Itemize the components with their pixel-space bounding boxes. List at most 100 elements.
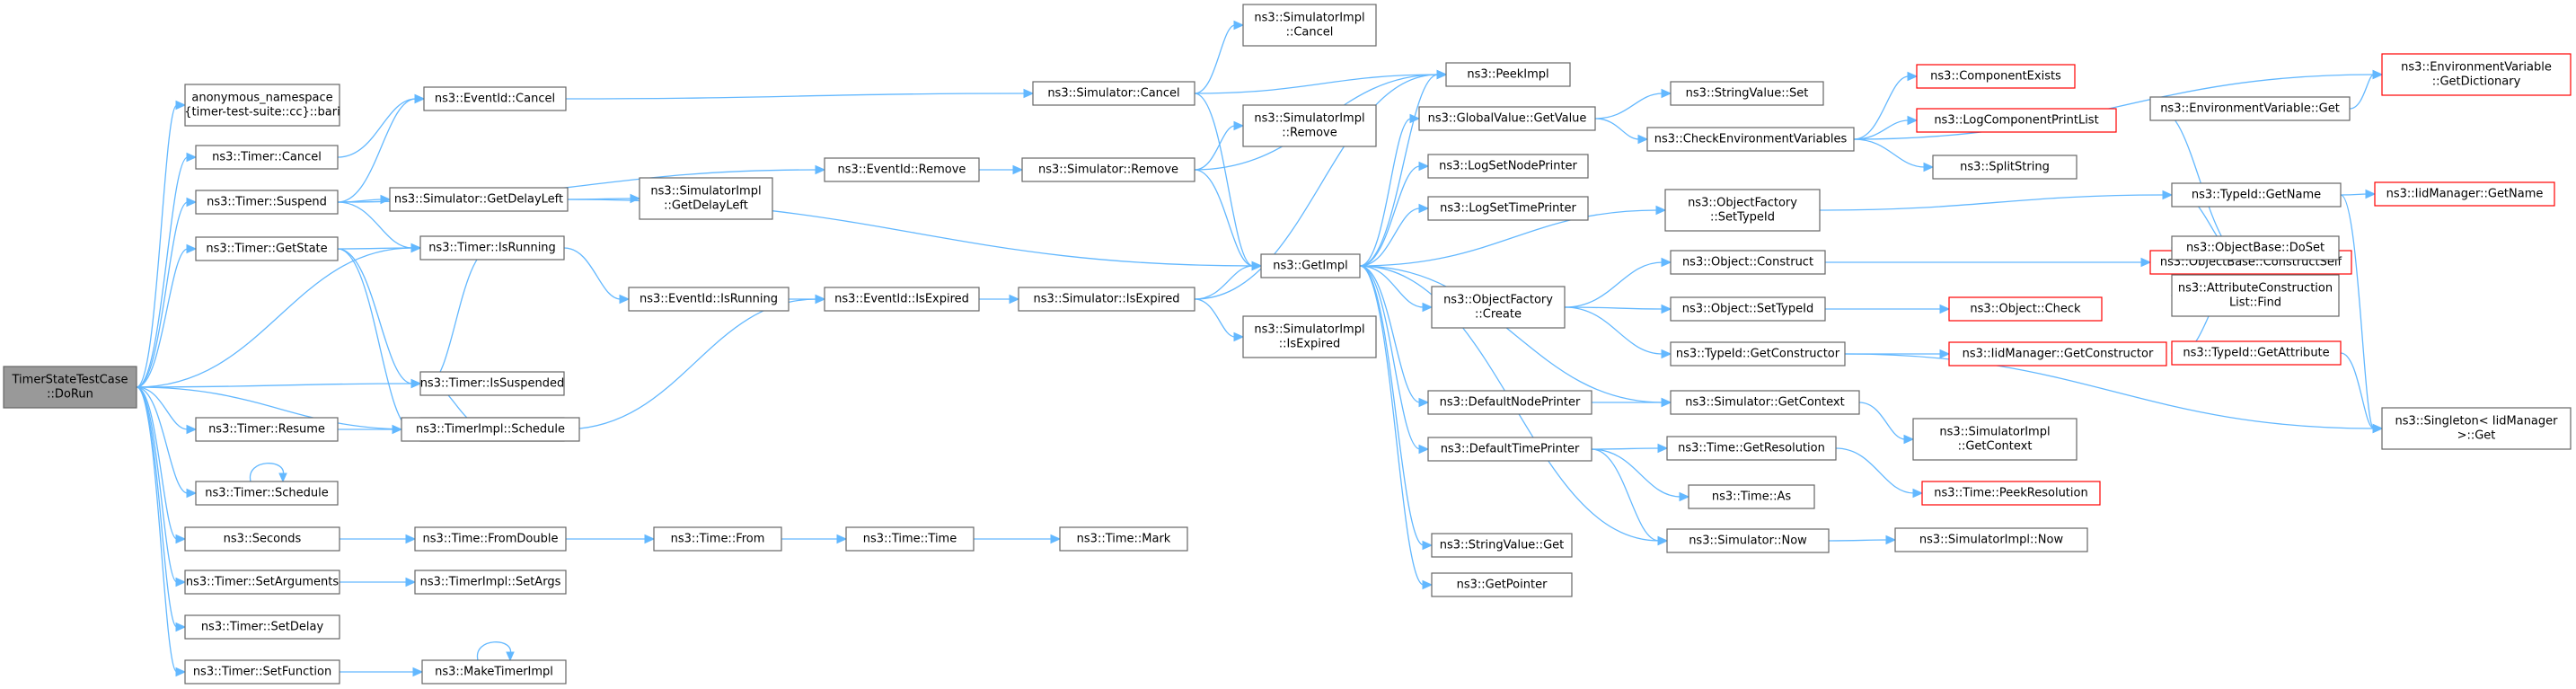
node-gvgetvalue[interactable]: ns3::GlobalValue::GetValue (1418, 106, 1596, 131)
node-label: ns3::Timer::IsRunning (428, 242, 556, 255)
node-box (1018, 287, 1195, 312)
node-tisrunning[interactable]: ns3::Timer::IsRunning (419, 235, 565, 261)
node-label: ns3::Simulator::Cancel (1047, 87, 1179, 101)
node-label: ns3::SimulatorImpl (1254, 112, 1364, 126)
node-label: ::GetContext (1958, 440, 2033, 454)
node-tidgetname[interactable]: ns3::TypeId::GetName (2171, 182, 2342, 208)
node-iidgetname[interactable]: ns3::IidManager::GetName (2374, 181, 2555, 207)
node-label: ns3::DefaultNodePrinter (1440, 396, 1581, 410)
node-simgetdelay[interactable]: ns3::Simulator::GetDelayLeft (389, 187, 569, 212)
node-timemark[interactable]: ns3::Time::Mark (1059, 526, 1188, 552)
node-label: ns3::SimulatorImpl (1254, 12, 1364, 25)
node-tsuspend[interactable]: ns3::Timer::Suspend (195, 190, 339, 215)
node-tissusp[interactable]: ns3::Timer::IsSuspended (419, 371, 565, 396)
node-label: ns3::Time::As (1712, 490, 1792, 504)
node-tschedule[interactable]: ns3::Timer::Schedule (195, 481, 339, 506)
node-ofcreate[interactable]: ns3::ObjectFactory::Create (1431, 286, 1566, 329)
node-tsetdelay[interactable]: ns3::Timer::SetDelay (184, 614, 340, 640)
node-box (419, 371, 565, 396)
node-envget[interactable]: ns3::EnvironmentVariable::Get (2149, 96, 2351, 121)
node-tsetfunc[interactable]: ns3::Timer::SetFunction (184, 659, 340, 685)
node-box (1666, 528, 1830, 553)
node-timefrom[interactable]: ns3::Time::From (653, 526, 782, 552)
node-envgetdict[interactable]: ns3::EnvironmentVariable::GetDictionary (2381, 53, 2572, 96)
node-ofsettypeid[interactable]: ns3::ObjectFactory::SetTypeId (1664, 189, 1821, 232)
edge-eidisrunning-to-eidisexpired (788, 294, 826, 305)
node-eidisrunning[interactable]: ns3::EventId::IsRunning (628, 287, 790, 312)
node-label: ns3::Time::From (671, 533, 765, 546)
node-deftimeprinter[interactable]: ns3::DefaultTimePrinter (1427, 437, 1592, 462)
node-box (1431, 286, 1566, 329)
node-label: ns3::TypeId::GetName (2192, 189, 2321, 202)
node-label: ns3::LogSetNodePrinter (1439, 160, 1577, 173)
node-simimplgetctx[interactable]: ns3::SimulatorImpl::GetContext (1912, 418, 2078, 461)
edge-getimpl-to-ofcreate (1359, 265, 1434, 313)
node-tidgetattr[interactable]: ns3::TypeId::GetAttribute (2171, 340, 2342, 366)
node-box (414, 526, 567, 552)
node-box (1932, 155, 2078, 180)
node-iidgetctor[interactable]: ns3::IidManager::GetConstructor (1948, 341, 2167, 367)
node-logcompprint[interactable]: ns3::LogComponentPrintList (1916, 108, 2117, 133)
node-seconds[interactable]: ns3::Seconds (184, 526, 340, 552)
node-simremove[interactable]: ns3::Simulator::Remove (1021, 157, 1195, 182)
node-singletonget[interactable]: ns3::Singleton< IidManager>::Get (2381, 407, 2572, 450)
node-checkenv[interactable]: ns3::CheckEnvironmentVariables (1646, 127, 1855, 152)
node-box (1260, 253, 1361, 278)
node-logsetnode[interactable]: ns3::LogSetNodePrinter (1427, 154, 1589, 179)
node-timplsetargs[interactable]: ns3::TimerImpl::SetArgs (414, 570, 567, 595)
node-maketimerimpl[interactable]: ns3::MakeTimerImpl (421, 659, 567, 685)
node-simimplisexpired[interactable]: ns3::SimulatorImpl::IsExpired (1242, 315, 1377, 358)
node-box (628, 287, 790, 312)
node-eidremove[interactable]: ns3::EventId::Remove (824, 157, 980, 182)
edge-root-to-tschedule (136, 386, 198, 499)
node-root[interactable]: TimerStateTestCase::DoRun (3, 366, 137, 409)
node-tsetargs[interactable]: ns3::Timer::SetArguments (184, 570, 340, 595)
node-label: ns3::Timer::Cancel (212, 151, 322, 164)
node-simisexpired[interactable]: ns3::Simulator::IsExpired (1018, 287, 1195, 312)
node-timegetres[interactable]: ns3::Time::GetResolution (1666, 436, 1837, 461)
node-timplsched[interactable]: ns3::TimerImpl::Schedule (401, 417, 580, 442)
edge-getimpl-to-gvgetvalue (1359, 113, 1421, 267)
node-box (1921, 481, 2101, 506)
node-tcancel[interactable]: ns3::Timer::Cancel (195, 145, 339, 170)
node-simnow[interactable]: ns3::Simulator::Now (1666, 528, 1830, 553)
node-timefromdouble[interactable]: ns3::Time::FromDouble (414, 526, 567, 552)
node-eidcancel[interactable]: ns3::EventId::Cancel (423, 86, 567, 111)
node-box (1427, 196, 1589, 221)
node-simimplremove[interactable]: ns3::SimulatorImpl::Remove (1242, 104, 1377, 147)
node-getimpl[interactable]: ns3::GetImpl (1260, 253, 1361, 278)
node-simimplcancel[interactable]: ns3::SimulatorImpl::Cancel (1242, 4, 1377, 47)
node-timetime[interactable]: ns3::Time::Time (845, 526, 975, 552)
node-simimplgetdelay[interactable]: ns3::SimulatorImpl::GetDelayLeft (639, 177, 773, 220)
node-box (1431, 533, 1573, 558)
node-tresume[interactable]: ns3::Timer::Resume (195, 417, 339, 442)
node-box (1894, 527, 2088, 552)
node-simgetcontext[interactable]: ns3::Simulator::GetContext (1670, 390, 1860, 415)
node-objcheck[interactable]: ns3::Object::Check (1948, 296, 2103, 322)
node-label: ns3::TimerImpl::Schedule (416, 423, 565, 437)
node-compexists[interactable]: ns3::ComponentExists (1916, 64, 2076, 89)
node-tgetstate[interactable]: ns3::Timer::GetState (195, 236, 339, 261)
node-peekimpl[interactable]: ns3::PeekImpl (1445, 62, 1571, 87)
edge-root-to-seconds (136, 386, 187, 544)
node-timeas[interactable]: ns3::Time::As (1688, 484, 1815, 509)
node-svset[interactable]: ns3::StringValue::Set (1670, 81, 1824, 106)
node-objbasedoset[interactable]: ns3::ObjectBase::DoSet (2171, 235, 2340, 261)
node-objconstruct[interactable]: ns3::Object::Construct (1670, 250, 1826, 275)
node-splitstring[interactable]: ns3::SplitString (1932, 155, 2078, 180)
node-getpointer[interactable]: ns3::GetPointer (1431, 572, 1573, 597)
node-timepeekres[interactable]: ns3::Time::PeekResolution (1921, 481, 2101, 506)
node-simcancel[interactable]: ns3::Simulator::Cancel (1032, 81, 1195, 106)
edge-simgetdelay-to-simimplgetdelay (567, 193, 641, 204)
node-bari[interactable]: anonymous_namespace{timer-test-suite::cc… (184, 84, 340, 127)
node-tidgetctor[interactable]: ns3::TypeId::GetConstructor (1670, 341, 1846, 367)
node-objsettypeid[interactable]: ns3::Object::SetTypeId (1670, 296, 1826, 322)
node-simimplnow[interactable]: ns3::SimulatorImpl::Now (1894, 527, 2088, 552)
node-logsettime[interactable]: ns3::LogSetTimePrinter (1427, 196, 1589, 221)
node-defnodeprinter[interactable]: ns3::DefaultNodePrinter (1427, 390, 1592, 415)
edge-tisrunning-to-tissusp (419, 247, 493, 389)
node-svget[interactable]: ns3::StringValue::Get (1431, 533, 1573, 558)
node-eidisexpired[interactable]: ns3::EventId::IsExpired (824, 287, 980, 312)
